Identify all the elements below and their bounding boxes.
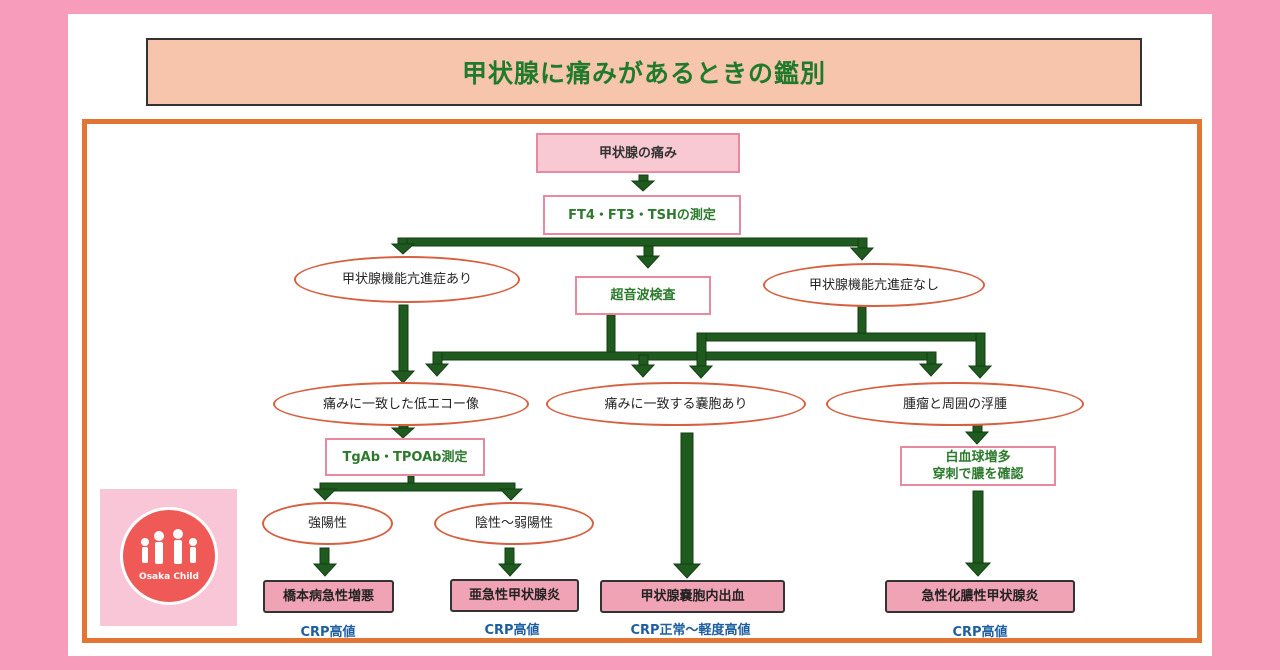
wbc-line-2: 穿刺で膿を確認 xyxy=(932,467,1024,482)
crp-hemorrhage: CRP正常〜軽度高値 xyxy=(630,623,751,638)
logo-circle: Osaka Child xyxy=(120,507,218,605)
connector xyxy=(696,332,707,369)
arrowhead xyxy=(964,562,992,577)
arrowhead xyxy=(672,563,702,579)
result-subacute: 亜急性甲状腺炎 xyxy=(450,579,579,612)
crp-suppurative: CRP高値 xyxy=(952,625,1008,640)
logo-text: Osaka Child xyxy=(139,572,199,582)
connector xyxy=(319,547,330,567)
node-wbc: 白血球増多 穿刺で膿を確認 xyxy=(900,446,1056,486)
connector xyxy=(857,304,867,338)
connector xyxy=(432,351,936,361)
arrowhead xyxy=(390,427,416,439)
node-mass-edema: 腫瘤と周囲の浮腫 xyxy=(826,382,1084,426)
arrowhead xyxy=(498,488,524,501)
connector xyxy=(397,237,865,247)
connector xyxy=(696,332,986,342)
arrowhead xyxy=(630,364,656,378)
node-hormone-measurement: FT4・FT3・TSHの測定 xyxy=(543,195,741,235)
connector xyxy=(972,490,984,566)
page-title: 甲状腺に痛みがあるときの鑑別 xyxy=(146,38,1142,106)
node-hyperthyroid-no: 甲状腺機能亢進症なし xyxy=(763,263,985,307)
crp-subacute: CRP高値 xyxy=(484,623,540,638)
connector xyxy=(680,432,694,567)
arrowhead xyxy=(312,563,338,577)
arrowhead xyxy=(630,180,656,192)
arrowhead xyxy=(849,247,875,261)
wbc-line-1: 白血球増多 xyxy=(945,450,1011,465)
connector xyxy=(319,482,516,492)
arrowhead xyxy=(967,365,993,379)
osaka-child-logo: Osaka Child xyxy=(100,489,237,626)
result-hashimoto: 橋本病急性増悪 xyxy=(263,580,394,613)
connector xyxy=(606,314,616,356)
arrowhead xyxy=(497,563,523,577)
arrowhead xyxy=(635,255,661,269)
crp-hashimoto: CRP高値 xyxy=(300,625,356,640)
diagram-frame xyxy=(82,119,1202,643)
node-cyst: 痛みに一致する嚢胞あり xyxy=(546,382,806,426)
arrowhead xyxy=(688,365,714,379)
arrowhead xyxy=(964,431,990,445)
node-thyroid-pain: 甲状腺の痛み xyxy=(536,133,740,173)
connector xyxy=(504,547,515,567)
node-strong-positive: 強陽性 xyxy=(262,502,393,545)
node-negative-weak: 陰性〜弱陽性 xyxy=(434,502,594,545)
node-hyperthyroid-yes: 甲状腺機能亢進症あり xyxy=(294,256,520,303)
node-antibody-measurement: TgAb・TPOAb測定 xyxy=(325,438,485,476)
connector xyxy=(975,332,986,369)
arrowhead xyxy=(424,363,450,377)
arrowhead xyxy=(390,243,416,255)
node-low-echo: 痛みに一致した低エコー像 xyxy=(273,382,529,426)
arrowhead xyxy=(390,370,416,384)
result-cyst-hemorrhage: 甲状腺嚢胞内出血 xyxy=(600,580,785,613)
arrowhead xyxy=(918,363,944,377)
node-ultrasound: 超音波検査 xyxy=(575,276,711,315)
arrowhead xyxy=(312,488,338,501)
result-suppurative: 急性化膿性甲状腺炎 xyxy=(885,580,1075,613)
connector xyxy=(398,304,409,374)
family-icon xyxy=(141,529,197,564)
